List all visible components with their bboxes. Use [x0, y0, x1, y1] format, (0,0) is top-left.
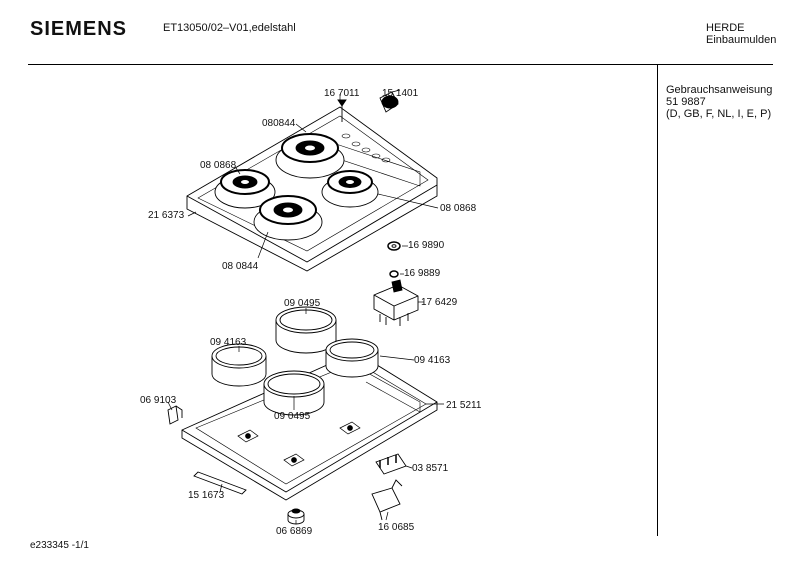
part-label-090495-top: 09 0495 [284, 298, 321, 309]
part-label-215211: 21 5211 [446, 400, 482, 411]
part-label-094163-right: 09 4163 [414, 355, 451, 366]
document-id: e233345 -1/1 [30, 540, 89, 551]
hotplate-rear [275, 133, 345, 179]
manual-reference: Gebrauchsanweisung 51 9887 (D, GB, F, NL… [666, 84, 772, 120]
brand-logo: SIEMENS [30, 18, 128, 40]
part-label-090495-bottom: 09 0495 [274, 411, 311, 422]
cable-bracket [371, 479, 403, 521]
part-label-080844-top: 080844 [262, 118, 296, 129]
control-knob [379, 91, 399, 113]
hotplate-right [321, 170, 379, 208]
manual-languages: (D, GB, F, NL, I, E, P) [666, 108, 772, 120]
part-label-038571: 03 8571 [412, 463, 449, 474]
sidebar-divider [657, 64, 658, 536]
model-number: ET13050/02–V01,edelstahl [163, 22, 296, 34]
ring-washer [387, 241, 401, 251]
part-label-176429: 17 6429 [421, 297, 458, 308]
nut-small [389, 270, 399, 278]
part-label-151401: 15 1401 [382, 88, 419, 99]
part-label-151673: 15 1673 [188, 490, 225, 501]
terminal-block [375, 453, 407, 475]
part-label-160685: 16 0685 [378, 522, 415, 533]
manual-title: Gebrauchsanweisung [666, 84, 773, 96]
part-label-080868-left: 08 0868 [200, 160, 237, 171]
category-line-2: Einbaumulden [706, 34, 777, 46]
support-ring-rear [275, 306, 337, 354]
support-ring-left [211, 343, 267, 387]
part-label-216373: 21 6373 [148, 210, 185, 221]
part-label-080868-right: 08 0868 [440, 203, 477, 214]
part-label-169889: 16 9889 [404, 268, 441, 279]
seal-strip [193, 471, 247, 495]
part-label-080844-bottom: 08 0844 [222, 261, 259, 272]
foot-nut [287, 508, 305, 525]
energy-regulator [373, 279, 419, 326]
tray-brackets [237, 421, 361, 467]
part-label-069103: 06 9103 [140, 395, 177, 406]
manual-number: 51 9887 [666, 96, 706, 108]
support-ring-right [325, 338, 379, 378]
leader-lines [167, 89, 444, 524]
part-label-167011: 16 7011 [324, 88, 360, 99]
part-label-169890: 16 9890 [408, 240, 445, 251]
clamp-clip [167, 405, 183, 425]
indicator-pin [337, 99, 347, 122]
part-label-066869: 06 6869 [276, 526, 313, 537]
hotplate-left [214, 169, 276, 209]
part-label-094163-left: 09 4163 [210, 337, 247, 348]
category-line-1: HERDE [706, 22, 745, 34]
category-label: HERDE Einbaumulden [706, 22, 776, 46]
header-divider [28, 64, 773, 65]
hotplate-front [253, 195, 323, 241]
